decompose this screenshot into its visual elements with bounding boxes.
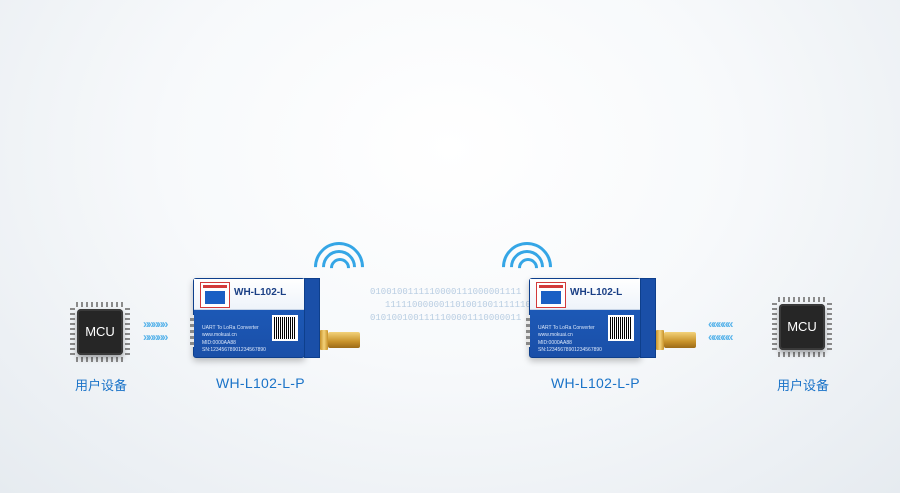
right-sma-nut bbox=[656, 330, 664, 350]
left-lora-module: WH-L102-L UART To LoRa Converter www.mok… bbox=[190, 278, 305, 358]
module-model-label: WH-L102-L bbox=[234, 287, 287, 298]
right-module-caption: WH-L102-L-P bbox=[551, 375, 640, 391]
left-sma-connector bbox=[328, 332, 360, 348]
left-mcu-chip-group: MCU bbox=[70, 302, 130, 362]
module-mid: MID:0000AA88 bbox=[538, 340, 572, 346]
module-url: www.mokuai.cn bbox=[202, 332, 237, 338]
right-mcu-chip-group: MCU bbox=[772, 297, 832, 357]
chip-pins-top bbox=[76, 302, 124, 307]
brand-logo-icon bbox=[200, 282, 230, 308]
mcu-label: MCU bbox=[85, 324, 115, 339]
right-lora-module: WH-L102-L UART To LoRa Converter www.mok… bbox=[526, 278, 641, 358]
chip-pins-left bbox=[772, 303, 777, 351]
bitstream-line-1: 0100100111110000111000001111 bbox=[370, 287, 522, 297]
chip-pins-bottom bbox=[76, 357, 124, 362]
chip-pins-left bbox=[70, 308, 75, 356]
left-arrow-2: »»»»» bbox=[143, 330, 168, 344]
module-sn: SN:12345678901234567890 bbox=[538, 347, 602, 353]
mcu-label: MCU bbox=[787, 319, 817, 334]
chip-pins-right bbox=[827, 303, 832, 351]
qr-code-icon bbox=[272, 315, 298, 341]
mcu-chip-icon: MCU bbox=[77, 309, 123, 355]
left-arrow-1: »»»»» bbox=[143, 317, 168, 331]
module-sn: SN:12345678901234567890 bbox=[202, 347, 266, 353]
chip-pins-bottom bbox=[778, 352, 826, 357]
module-mid: MID:0000AA88 bbox=[202, 340, 236, 346]
right-sma-connector bbox=[664, 332, 696, 348]
module-pin-header bbox=[190, 315, 194, 347]
right-device-label: 用户设备 bbox=[777, 378, 830, 393]
mcu-chip-icon: MCU bbox=[779, 304, 825, 350]
module-model-label: WH-L102-L bbox=[570, 287, 623, 298]
left-sma-nut bbox=[320, 330, 328, 350]
left-antenna-board bbox=[304, 278, 320, 358]
right-arrow-2: ««««« bbox=[708, 330, 733, 344]
module-desc: UART To LoRa Converter bbox=[202, 325, 259, 331]
qr-code-icon bbox=[608, 315, 634, 341]
chip-pins-top bbox=[778, 297, 826, 302]
bitstream-line-3: 0101001001111100001110000011 bbox=[370, 313, 522, 323]
module-desc: UART To LoRa Converter bbox=[538, 325, 595, 331]
module-url: www.mokuai.cn bbox=[538, 332, 573, 338]
bitstream-line-2: 1111100000011010010011111100 bbox=[385, 300, 537, 310]
left-device-label: 用户设备 bbox=[75, 378, 128, 393]
right-arrow-1: ««««« bbox=[708, 317, 733, 331]
left-module-caption: WH-L102-L-P bbox=[216, 375, 305, 391]
brand-logo-icon bbox=[536, 282, 566, 308]
chip-pins-right bbox=[125, 308, 130, 356]
right-antenna-board bbox=[640, 278, 656, 358]
module-pin-header bbox=[526, 315, 530, 347]
